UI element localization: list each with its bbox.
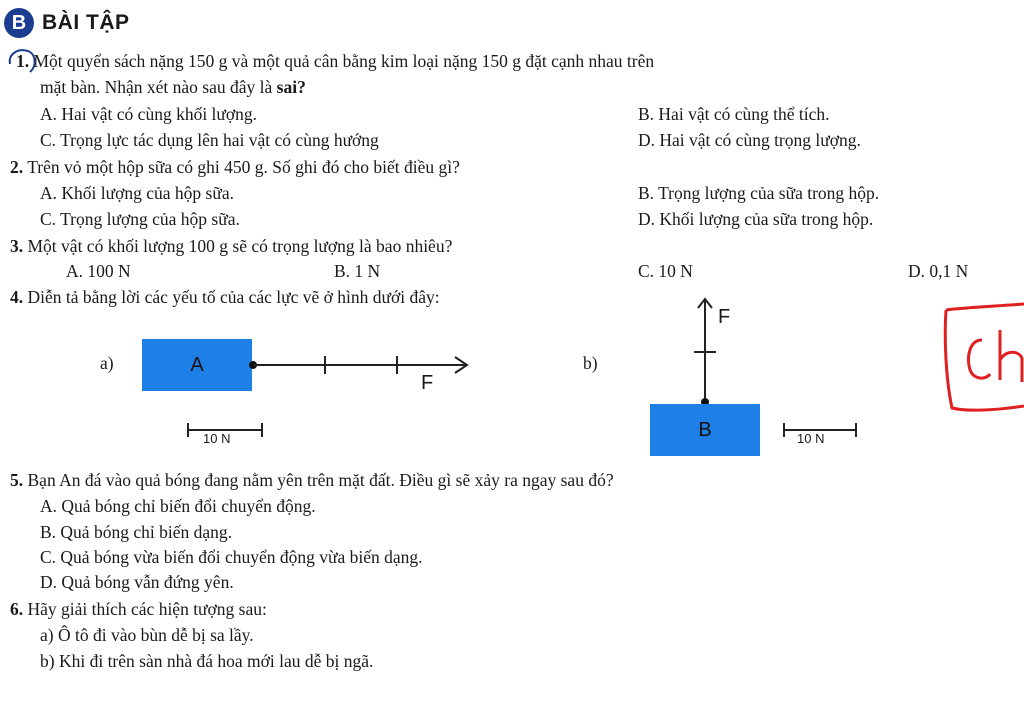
q5-option-c: C. Quả bóng vừa biến đổi chuyển động vừa… xyxy=(40,547,423,567)
question-3-number: 3. xyxy=(10,236,24,256)
question-1: 1. Một quyển sách nặng 150 g và một quả … xyxy=(16,50,654,72)
section-badge: B xyxy=(4,8,34,38)
question-1-text-line1: Một quyển sách nặng 150 g và một quả cân… xyxy=(33,51,655,71)
figure-a-scale-bar xyxy=(187,423,263,437)
section-title: BÀI TẬP xyxy=(42,11,130,34)
figure-b-label: b) xyxy=(583,353,598,373)
question-1-mark: ? xyxy=(297,77,306,97)
figure-b-force-arrow xyxy=(694,297,716,406)
question-1-emphasis: sai xyxy=(276,77,298,97)
question-4-text: Diễn tả bằng lời các yếu tố của các lực … xyxy=(27,287,440,307)
question-2-number: 2. xyxy=(10,157,24,177)
question-6-number: 6. xyxy=(10,599,24,619)
question-1-line2: mặt bàn. Nhận xét nào sau đây là sai? xyxy=(40,76,306,98)
figure-a-force-label: F xyxy=(421,372,434,394)
question-3: 3. Một vật có khối lượng 100 g sẽ có trọ… xyxy=(10,235,452,257)
question-1-number: 1. xyxy=(16,51,30,71)
q1-option-d: D. Hai vật có cùng trọng lượng. xyxy=(638,130,861,150)
q3-option-a: A. 100 N xyxy=(66,261,131,281)
question-3-text: Một vật có khối lượng 100 g sẽ có trọng … xyxy=(27,236,453,256)
q1-option-b: B. Hai vật có cùng thể tích. xyxy=(638,104,830,124)
section-header: B BÀI TẬP xyxy=(4,8,130,38)
figure-a-scale-label: 10 N xyxy=(203,431,231,446)
figure-a-label: a) xyxy=(100,353,114,373)
q3-option-d: D. 0,1 N xyxy=(908,261,969,281)
figure-b-scale-bar xyxy=(783,423,857,437)
question-6-text: Hãy giải thích các hiện tượng sau: xyxy=(27,599,267,619)
q3-option-c: C. 10 N xyxy=(638,261,693,281)
question-5: 5. Bạn An đá vào quả bóng đang nằm yên t… xyxy=(10,469,614,491)
q6-item-b: b) Khi đi trên sàn nhà đá hoa mới lau dễ… xyxy=(40,651,374,671)
figure-b-box: B xyxy=(650,404,760,456)
q2-option-b: B. Trọng lượng của sữa trong hộp. xyxy=(638,183,880,203)
q2-option-a: A. Khối lượng của hộp sữa. xyxy=(40,183,234,203)
q1-option-a: A. Hai vật có cùng khối lượng. xyxy=(40,104,258,124)
q2-option-d: D. Khối lượng của sữa trong hộp. xyxy=(638,209,874,229)
handwritten-annotation xyxy=(943,302,1024,412)
q6-item-a: a) Ô tô đi vào bùn dễ bị sa lầy. xyxy=(40,625,254,645)
q2-option-c: C. Trọng lượng của hộp sữa. xyxy=(40,209,240,229)
q3-option-b: B. 1 N xyxy=(334,261,381,281)
q5-option-d: D. Quả bóng vẫn đứng yên. xyxy=(40,572,234,592)
figure-b-force-label: F xyxy=(718,306,731,328)
handwritten-circle-mark xyxy=(8,49,36,73)
question-6: 6. Hãy giải thích các hiện tượng sau: xyxy=(10,598,267,620)
figure-b-scale-label: 10 N xyxy=(797,431,825,446)
figure-a-force-arrow xyxy=(249,356,469,374)
q1-option-c: C. Trọng lực tác dụng lên hai vật có cùn… xyxy=(40,130,379,150)
figure-a-box: A xyxy=(142,339,252,391)
question-4: 4. Diễn tả bằng lời các yếu tố của các l… xyxy=(10,286,440,308)
question-2: 2. Trên vỏ một hộp sữa có ghi 450 g. Số … xyxy=(10,156,460,178)
q5-option-b: B. Quả bóng chỉ biến dạng. xyxy=(40,522,232,542)
question-4-number: 4. xyxy=(10,287,24,307)
question-5-text: Bạn An đá vào quả bóng đang nằm yên trên… xyxy=(27,470,614,490)
question-2-text: Trên vỏ một hộp sữa có ghi 450 g. Số ghi… xyxy=(27,157,460,177)
question-1-text-line2: mặt bàn. Nhận xét nào sau đây là xyxy=(40,77,277,97)
q5-option-a: A. Quả bóng chỉ biến đổi chuyển động. xyxy=(40,496,316,516)
question-5-number: 5. xyxy=(10,470,24,490)
